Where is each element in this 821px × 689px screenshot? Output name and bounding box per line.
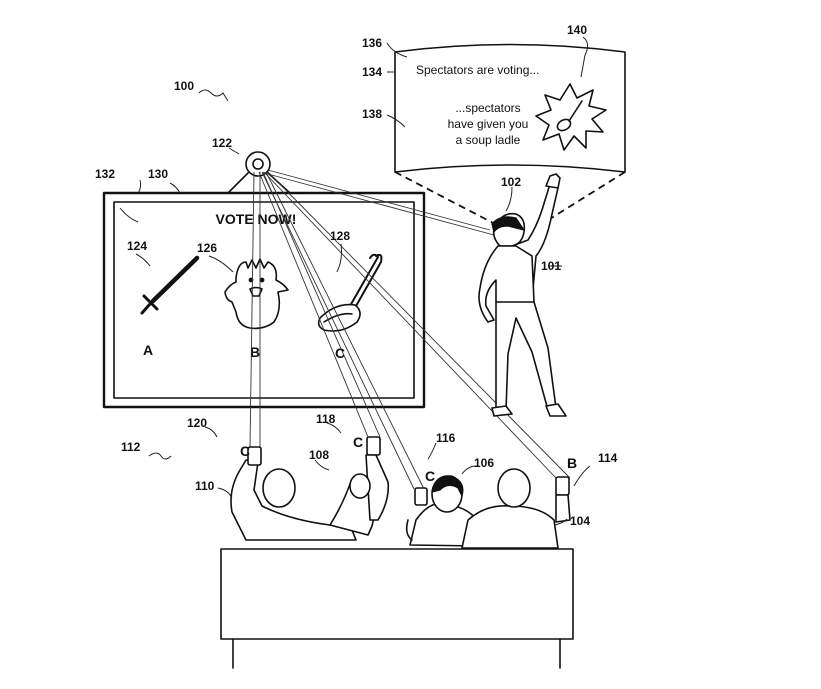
ref-112: 112 [121, 440, 141, 454]
creature-icon [224, 258, 289, 330]
bubble-line-4: a soup ladle [456, 133, 521, 147]
bubble-projection-lines [394, 171, 626, 226]
spectator-108 [329, 436, 390, 536]
vote-label-118: C [353, 434, 363, 450]
reference-leaders [119, 36, 591, 526]
ref-132: 132 [95, 167, 115, 181]
ref-134: 134 [362, 65, 382, 79]
choice-label-c: C [335, 345, 345, 361]
ref-140: 140 [567, 23, 587, 37]
ref-138: 138 [362, 107, 382, 121]
ref-118: 118 [316, 412, 336, 426]
ref-128: 128 [330, 229, 350, 243]
ref-116: 116 [436, 431, 456, 445]
ref-122: 122 [212, 136, 232, 150]
ref-120: 120 [187, 416, 207, 430]
ref-102: 102 [501, 175, 521, 189]
choice-label-b: B [250, 344, 260, 360]
bubble-line-1: Spectators are voting... [416, 63, 539, 77]
ref-106: 106 [474, 456, 494, 470]
vote-label-116: C [425, 468, 435, 484]
vote-label-120: C [240, 443, 250, 459]
ref-110: 110 [195, 479, 215, 493]
ref-100: 100 [174, 79, 194, 93]
starburst-icon [535, 83, 607, 151]
sensor-beams [249, 169, 571, 490]
ref-124: 124 [127, 239, 147, 253]
spectator-106 [405, 475, 481, 547]
spectator-104 [461, 468, 571, 549]
player-figure [478, 173, 567, 417]
couch [220, 548, 574, 669]
vote-label-114: B [567, 455, 577, 471]
spectator-message-bubble: Spectators are voting... ...spectators h… [394, 43, 626, 173]
ref-136: 136 [362, 36, 382, 50]
choice-label-a: A [143, 342, 153, 358]
reference-numerals: 100 101 102 104 106 108 110 112 114 116 … [95, 23, 618, 528]
ref-114: 114 [598, 451, 618, 465]
sword-icon [140, 255, 200, 315]
ref-101: 101 [541, 259, 561, 273]
ref-130: 130 [148, 167, 168, 181]
bubble-line-2: ...spectators [455, 101, 520, 115]
ref-104: 104 [570, 514, 590, 528]
bubble-line-3: have given you [448, 117, 529, 131]
small-ladle-icon [556, 100, 583, 132]
ref-108: 108 [309, 448, 329, 462]
ref-126: 126 [197, 241, 217, 255]
